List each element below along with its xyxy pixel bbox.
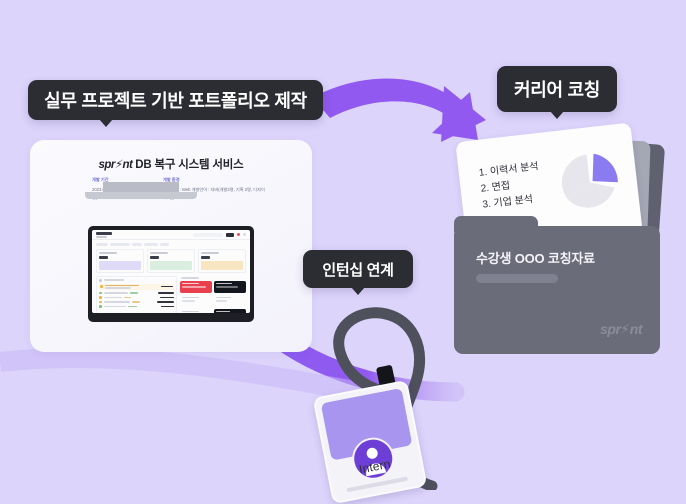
filter-chip[interactable] [132,243,142,246]
tooltip-internship: 인턴십 연계 [303,250,413,295]
folder-title: 수강생 OOO 코칭자료 [476,251,595,266]
stat-value [201,255,210,259]
list-item[interactable] [99,305,175,308]
project-preview-card: spr⚡nt DB 복구 시스템 서비스 개발 기간 2023.01 ~ 202… [30,140,312,352]
monitor-stand-base [85,192,197,199]
filter-chip[interactable] [160,243,169,246]
dashboard-notification-icon[interactable] [237,233,240,236]
alert-panel[interactable] [180,280,213,293]
stat-value [99,255,108,259]
plain-panel[interactable] [214,295,246,307]
filter-chip[interactable] [144,243,158,246]
folder-placeholder-bar [476,274,558,283]
stat-label [150,252,168,254]
folder-body: 수강생 OOO 코칭자료 spr⚡nt [454,226,660,354]
tooltip-portfolio: 실무 프로젝트 기반 포트폴리오 제작 [28,80,323,127]
avatar-head [365,446,379,460]
filter-chip[interactable] [96,243,108,246]
list-item[interactable] [99,296,175,299]
dashboard-search-input[interactable] [193,232,223,237]
monitor-screen [92,230,250,313]
project-title-text: DB 복구 시스템 서비스 [135,159,244,171]
meta-head-env: 개발 환경 [163,177,180,182]
stat-card [96,249,144,273]
intern-badge-group: Intern [300,300,450,504]
tooltip-career-coaching: 커리어 코칭 [497,66,617,119]
infographic-canvas: spr⚡nt DB 복구 시스템 서비스 개발 기간 2023.01 ~ 202… [0,66,677,504]
sparkline-chart [99,261,141,270]
dashboard-avatar[interactable] [243,233,246,236]
list-item[interactable] [99,283,175,290]
panel-grid-title [181,277,200,279]
meta-head-period: 개발 기간 [92,177,109,182]
coaching-folder: 1. 이력서 분석 2. 면접 3. 기업 분석 수강생 OOO 코칭자료 sp… [452,122,677,356]
dashboard-stat-cards [92,247,250,275]
pie-chart-icon [561,153,618,208]
dashboard-subtitle [96,236,107,238]
sparkline-chart [150,261,192,270]
dashboard-panel-grid [180,276,247,313]
stat-label [99,252,117,254]
dashboard-lower [92,275,250,313]
sprint-logo: spr⚡nt [98,159,133,171]
dashboard-action-button[interactable] [226,232,234,237]
coaching-note-card: 1. 이력서 분석 2. 면접 3. 기업 분석 [455,122,645,270]
monitor-stand-neck [103,182,179,192]
stat-card [147,249,195,273]
coaching-steps-list: 1. 이력서 분석 2. 면접 3. 기업 분석 [478,159,543,214]
project-card-title: spr⚡nt DB 복구 시스템 서비스 [30,156,312,172]
sprint-logo-folder: spr⚡nt [600,321,642,337]
plain-panel[interactable] [180,309,212,313]
intern-badge-card: Intern [312,379,428,504]
dashboard-topbar [92,230,250,240]
list-item[interactable] [99,291,175,295]
dark-panel[interactable] [214,280,247,293]
stat-value [150,255,159,259]
dashboard-filter-chips [92,240,250,247]
stat-card [198,249,246,273]
list-header [99,279,174,282]
dashboard-logo [96,231,112,235]
monitor-frame [88,226,254,322]
list-item[interactable] [99,300,175,304]
dark-panel[interactable] [214,308,247,313]
stat-label [201,252,219,254]
lightning-bolt-icon: ⚡ [113,159,124,171]
plain-panel[interactable] [180,295,212,307]
dashboard-list-panel [96,276,178,313]
filter-chip[interactable] [110,243,130,246]
sparkline-chart [201,261,243,270]
